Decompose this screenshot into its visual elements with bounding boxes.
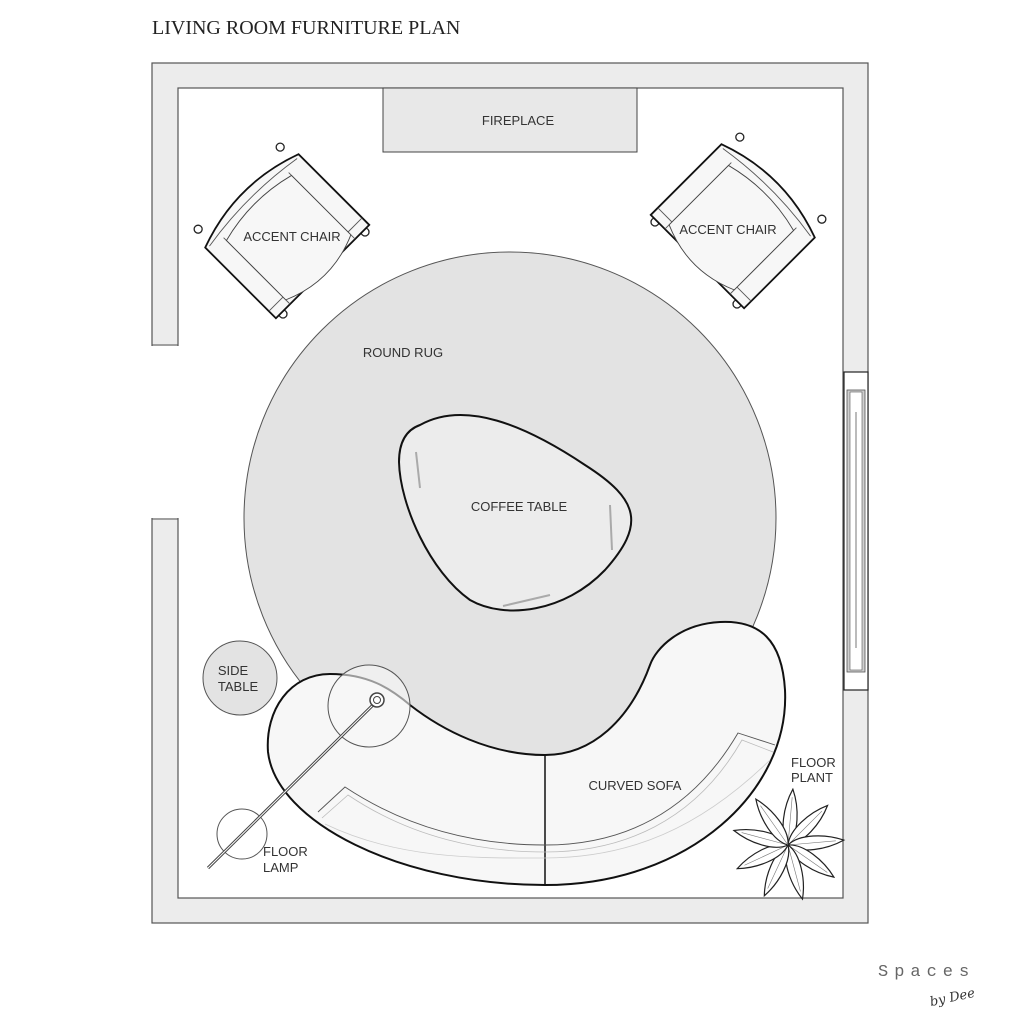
- plant-leaf-vein: [787, 844, 801, 892]
- plant-leaf-vein: [744, 844, 789, 866]
- floor-lamp-label-1: FLOOR: [263, 844, 308, 859]
- plant-leaf-vein: [787, 840, 836, 846]
- floor-lamp-label-2: LAMP: [263, 860, 298, 875]
- round-rug-label: ROUND RUG: [363, 345, 443, 360]
- fireplace-label: FIREPLACE: [482, 113, 555, 128]
- curved-sofa: CURVED SOFA: [266, 620, 787, 887]
- door-opening: [150, 346, 180, 518]
- coffee-table-label: COFFEE TABLE: [471, 499, 568, 514]
- side-table: SIDE TABLE: [202, 640, 278, 716]
- accent-chair-left-label: ACCENT CHAIR: [243, 229, 340, 244]
- plant-leaf-vein: [741, 832, 789, 846]
- plant-leaf-vein: [767, 844, 789, 889]
- logo-byline: by Dee: [929, 986, 977, 1010]
- window: [843, 371, 869, 691]
- plant-leaf-vein: [787, 797, 793, 846]
- side-table-label-2: TABLE: [218, 679, 259, 694]
- accent-chair-right-label: ACCENT CHAIR: [679, 222, 776, 237]
- plant-leaf-vein: [787, 844, 828, 873]
- floor-plant-label-2: PLANT: [791, 770, 833, 785]
- floor-lamp: FLOOR LAMP: [206, 664, 411, 875]
- floor-plant-label-1: FLOOR: [791, 755, 836, 770]
- plan-title: LIVING ROOM FURNITURE PLAN: [152, 17, 460, 39]
- side-table-label-1: SIDE: [218, 663, 249, 678]
- fireplace: FIREPLACE: [382, 87, 638, 153]
- spaces-by-dee-logo: Spaces by Dee: [878, 963, 977, 1010]
- plant-leaf-vein: [760, 805, 789, 846]
- floor-plant: [732, 787, 846, 901]
- curved-sofa-label: CURVED SOFA: [589, 778, 682, 793]
- coffee-table: COFFEE TABLE: [397, 414, 633, 612]
- logo-name: Spaces: [878, 963, 975, 982]
- accent-chair-right: [649, 132, 827, 310]
- plant-leaf-vein: [787, 810, 823, 846]
- accent-chair-left: [193, 142, 371, 320]
